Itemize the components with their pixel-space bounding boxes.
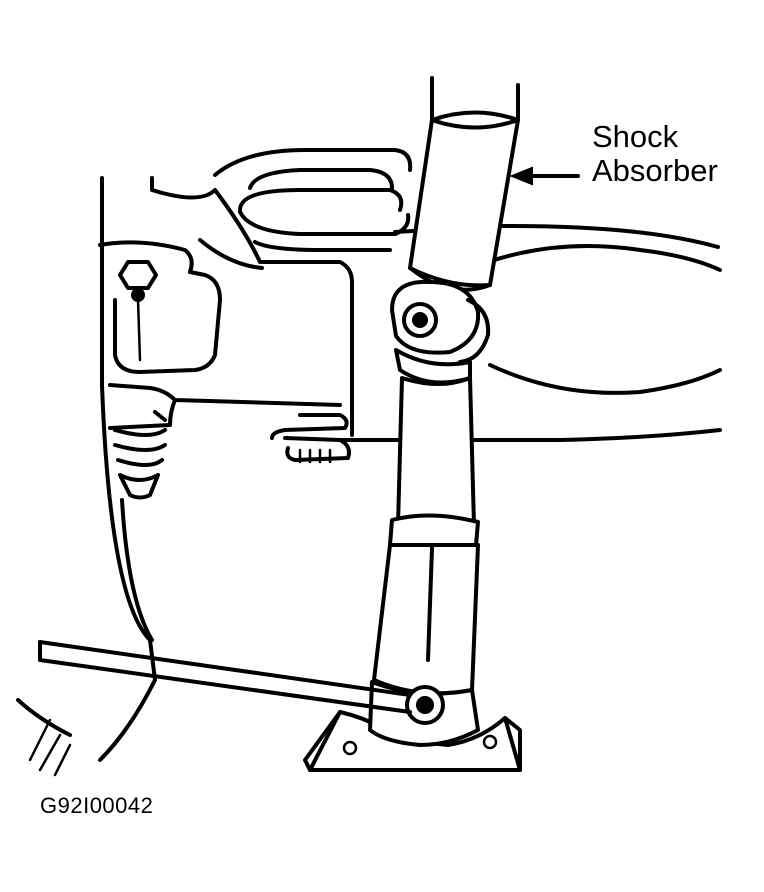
shock-absorber [372,76,520,696]
figure-id: G92I00042 [40,793,154,818]
shock-label-line2: Absorber [592,153,718,188]
jack-stand [303,680,522,772]
spring-seat [213,148,413,252]
shock-label-line1: Shock [592,119,679,154]
tire [16,383,157,777]
axle-housing [98,176,354,500]
frame-rail [338,223,722,442]
shock-absorber-label: Shock Absorber [592,120,718,188]
callout-leader [509,166,580,186]
jack-handle [38,640,412,714]
